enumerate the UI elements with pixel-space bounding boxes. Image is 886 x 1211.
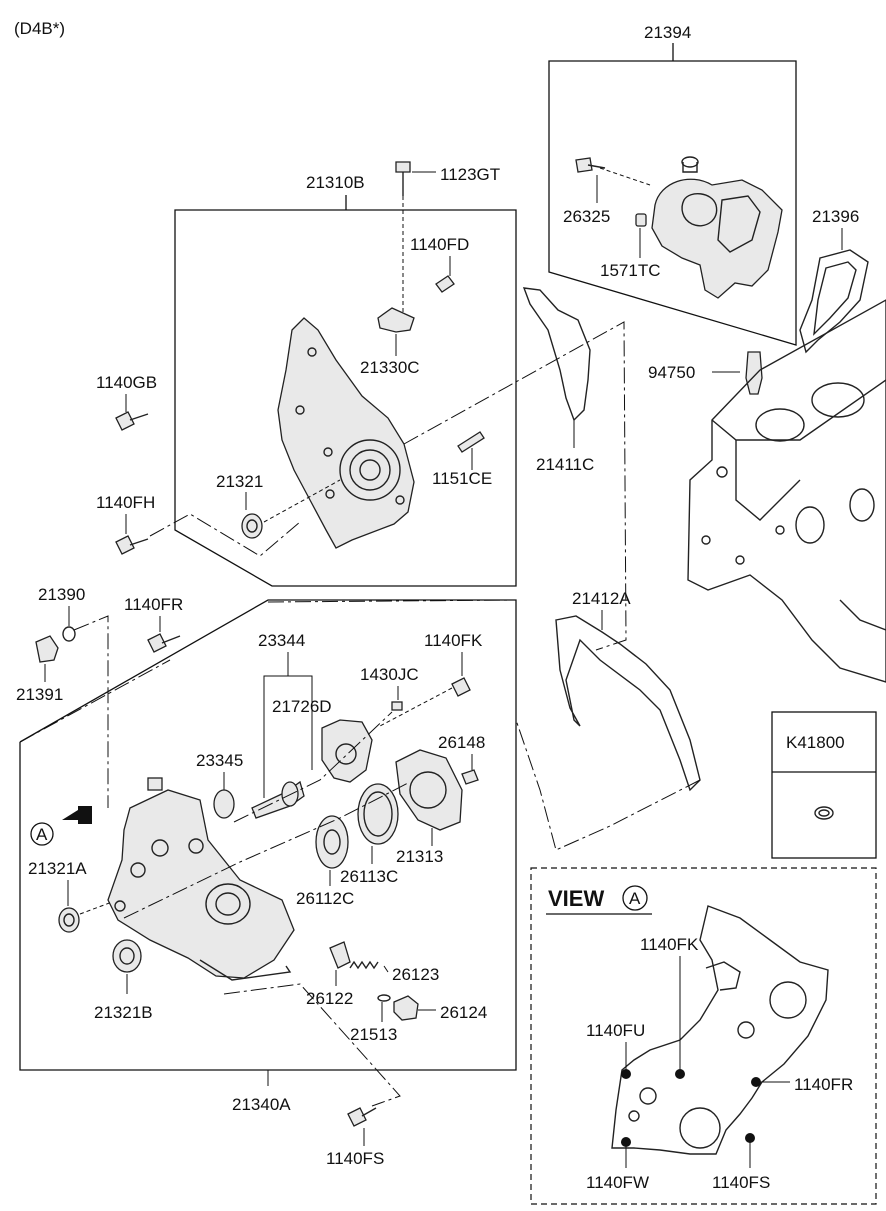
label-1430jc[interactable]: 1430JC [360,665,419,684]
bolt-26148-icon [461,769,479,785]
bolt-1140fk-icon [451,677,471,697]
view-a-label-1140fu[interactable]: 1140FU [586,1021,645,1040]
k41800-box: K41800 [771,711,877,859]
label-23345[interactable]: 23345 [196,751,243,770]
label-21313[interactable]: 21313 [396,847,443,866]
bolt-26325-icon [575,157,593,173]
label-1140fh[interactable]: 1140FH [96,493,155,512]
label-26112c[interactable]: 26112C [296,889,354,908]
label-1151ce[interactable]: 1151CE [432,469,492,488]
view-a-label-1140fr[interactable]: 1140FR [794,1075,853,1094]
bolt-1140gb-icon [115,411,135,431]
gear-26112c-icon [315,815,349,869]
view-a-pump-front [611,905,829,1155]
water-pump-group: 21394 26325 1571TC [548,23,797,346]
plug-1571tc-icon [635,213,647,227]
water-pump-housing [651,178,783,299]
gasket-21411c [522,287,591,422]
label-1123gt[interactable]: 1123GT [440,165,500,184]
label-26123[interactable]: 26123 [392,965,439,984]
stud-1151ce-icon [457,431,485,453]
label-21310b[interactable]: 21310B [306,173,365,192]
gasket-21396-group: 21396 [799,207,869,354]
bolt-1140fu-view-icon [621,1069,631,1079]
view-a-title-marker: A [629,889,641,908]
view-a-label-1140fs[interactable]: 1140FS [712,1173,770,1192]
gear-23345-icon [213,789,235,819]
oil-pump-group: 21340A 23344 1140FK 1430JC 21726D 23345 … [19,599,517,1114]
label-21411c[interactable]: 21411C [536,455,594,474]
label-23344[interactable]: 23344 [258,631,305,650]
label-94750[interactable]: 94750 [648,363,695,382]
bolt-1123gt-icon [395,161,411,173]
bolt-1140fd-icon [435,275,455,293]
label-21321a[interactable]: 21321A [28,859,87,878]
gasket-21412a [555,615,701,792]
bolt-1140fr-icon [147,633,167,653]
pump-cover-21726d [321,719,373,783]
bolt-1140fw-view-icon [621,1137,631,1147]
view-a-marker: A [36,825,48,844]
label-26325[interactable]: 26325 [563,207,610,226]
view-a-marker-circle [30,822,54,846]
label-1140fk[interactable]: 1140FK [424,631,483,650]
label-1140fr[interactable]: 1140FR [124,595,183,614]
bolt-1140fr-view-icon [751,1077,761,1087]
label-1140fs[interactable]: 1140FS [326,1149,384,1168]
label-21390[interactable]: 21390 [38,585,85,604]
label-21321[interactable]: 21321 [216,472,263,491]
view-a-title: VIEW [548,886,604,911]
washer-21390-icon [62,626,76,642]
seal-k41800-icon [814,806,834,820]
bracket-21330c [377,307,415,333]
view-a-panel: VIEW A 1140FK 1140FU 1140FR 1140FW 1140F… [530,867,877,1205]
view-a-label-1140fw[interactable]: 1140FW [586,1173,649,1192]
gasket-21411c-group: 21411C [522,287,594,474]
label-21394[interactable]: 21394 [644,23,691,42]
view-a-title-circle [622,885,648,911]
label-21391[interactable]: 21391 [16,685,63,704]
plate-21313 [395,749,463,831]
sensor-94750-group: 94750 [648,351,763,395]
label-21330c[interactable]: 21330C [360,358,420,377]
bolt-1140fk-view-icon [675,1069,685,1079]
label-21726d[interactable]: 21726D [272,697,332,716]
label-21412a[interactable]: 21412A [572,589,631,608]
engine-block [687,299,886,683]
pin-1430jc-icon [391,701,403,711]
label-1571tc[interactable]: 1571TC [600,261,660,280]
label-26113c[interactable]: 26113C [340,867,398,886]
label-26124[interactable]: 26124 [440,1003,487,1022]
label-26148[interactable]: 26148 [438,733,485,752]
pin-21513-icon [377,994,391,1002]
plug-21391-icon [35,635,59,663]
view-a-label-1140fk[interactable]: 1140FK [640,935,699,954]
timing-cover [277,317,415,549]
label-21513[interactable]: 21513 [350,1025,397,1044]
engine-code-label: (D4B*) [14,19,65,38]
view-a-arrow-icon [62,806,92,824]
label-k41800[interactable]: K41800 [786,733,845,752]
label-21321b[interactable]: 21321B [94,1003,153,1022]
bolt-1140fs-icon [347,1107,367,1127]
label-1140gb[interactable]: 1140GB [96,373,157,392]
seal-21321b-icon [112,939,142,973]
sensor-94750-icon [745,351,763,395]
label-21396[interactable]: 21396 [812,207,859,226]
label-21340a[interactable]: 21340A [232,1095,291,1114]
bolt-1140fs-view-icon [745,1133,755,1143]
spring-26123-icon [349,960,379,970]
timing-cover-group: 21310B 1123GT 1140FD 21330C 21321 [174,161,517,587]
plug-26124-icon [393,995,419,1021]
seal-21321a-icon [58,907,80,933]
bolt-1140fh-icon [115,535,135,555]
plunger-26122-icon [329,941,351,969]
gasket-21412a-group: 21412A [555,589,701,792]
label-1140fd[interactable]: 1140FD [410,235,469,254]
seal-21321-icon [241,513,263,539]
